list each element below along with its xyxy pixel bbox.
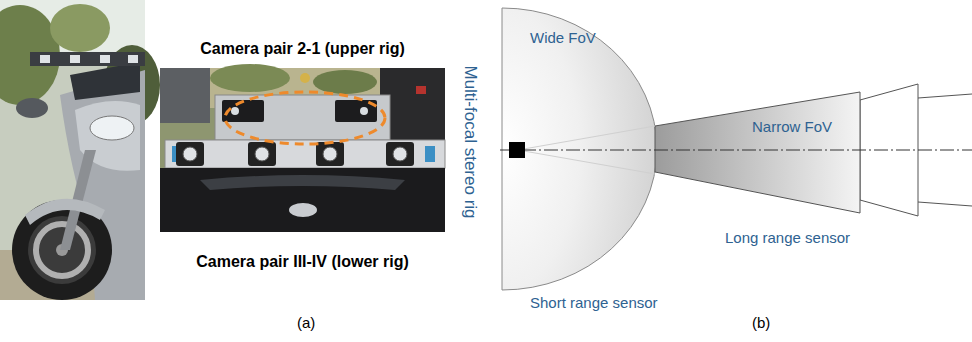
headlight: [90, 116, 134, 140]
camera: [248, 142, 276, 166]
camera-lens: [255, 147, 269, 161]
lower-rig-bar: [165, 140, 445, 168]
camera: [100, 55, 110, 63]
windscreen: [200, 175, 405, 190]
camera: [70, 55, 80, 63]
camera-lens: [323, 147, 337, 161]
rig-photo: [160, 64, 445, 232]
region-title: Wide FoV: [530, 29, 596, 46]
camera-lens: [183, 147, 197, 161]
optical-axis: [500, 150, 972, 151]
photo-background: [160, 68, 445, 232]
camera-lens: [360, 107, 368, 115]
car-light: [416, 86, 426, 94]
caption-label: Camera pair III-IV (lower rig): [160, 253, 445, 271]
car: [160, 68, 210, 123]
region-shape: [502, 8, 657, 290]
motorcycle-front: [160, 168, 445, 232]
panel-label: (a): [297, 314, 315, 331]
fender: [25, 199, 105, 225]
region-outline: [655, 88, 865, 253]
stereo-rig-symbol: [509, 142, 525, 158]
ray: [518, 150, 655, 174]
region-title: Narrow FoV: [752, 118, 832, 135]
caption-label: Camera pair 2-1 (upper rig): [160, 40, 445, 58]
tree: [313, 70, 377, 94]
axis-label: Multi-focal stereo rig: [460, 65, 480, 218]
camera: [176, 142, 204, 166]
region-caption: Short range sensor: [530, 294, 658, 311]
far-range-outline: [918, 202, 972, 206]
panel-label: (b): [752, 314, 770, 331]
region-caption: Long range sensor: [725, 229, 850, 246]
motorcycle-photo: [0, 0, 160, 300]
marker: [425, 146, 435, 162]
emblem: [289, 203, 317, 217]
tree: [50, 4, 110, 52]
wide-fov-region: Wide FoV Short range sensor: [500, 8, 664, 315]
camera: [316, 142, 344, 166]
mirror: [16, 98, 48, 118]
camera-rig: [30, 52, 145, 66]
camera: [128, 55, 138, 63]
region-outline: [500, 8, 660, 313]
far-range-outline: [860, 84, 918, 216]
camera: [40, 55, 50, 63]
narrow-fov-region: Narrow FoV Long range sensor: [655, 88, 865, 253]
tree: [210, 64, 290, 92]
far-range-outline: [918, 94, 972, 98]
camera-lens: [231, 107, 239, 115]
gps-antenna: [300, 73, 310, 83]
region-shape: [655, 92, 860, 213]
ray: [518, 126, 655, 150]
camera: [386, 142, 414, 166]
highlight-ellipse: [225, 92, 385, 144]
camera-lens: [393, 147, 407, 161]
windscreen: [70, 62, 140, 100]
